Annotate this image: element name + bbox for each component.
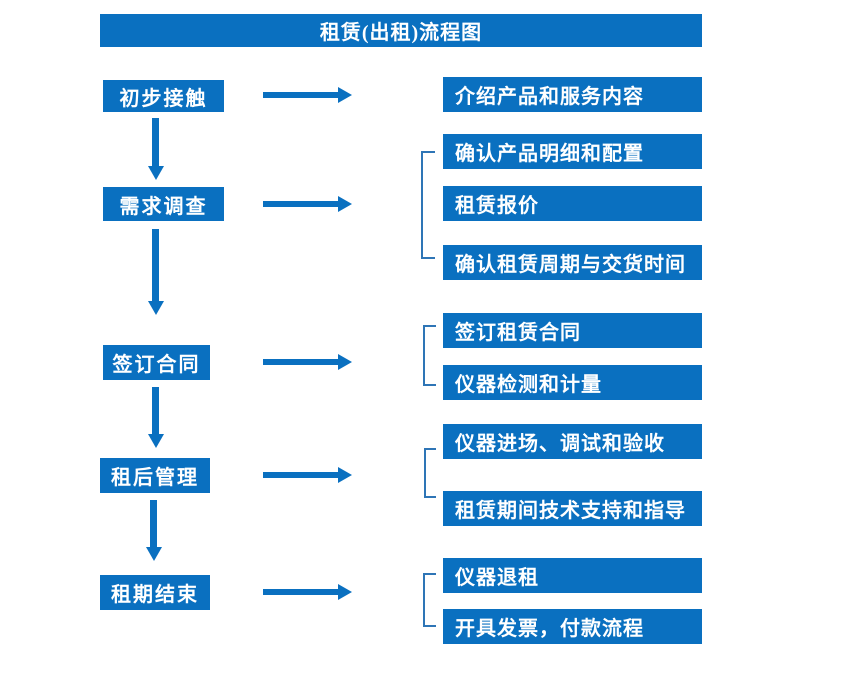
right-arrow-2-icon <box>263 196 352 212</box>
right-arrow-3-icon <box>263 354 352 370</box>
step-box-1: 初步接触 <box>103 80 224 112</box>
page-title: 租赁(出租)流程图 <box>319 22 483 44</box>
step-box-3: 签订合同 <box>103 345 210 380</box>
down-arrow-4-icon <box>146 500 162 561</box>
detail-box-5-1: 仪器退租 <box>443 558 702 593</box>
detail-box-2-1: 确认产品明细和配置 <box>443 134 702 169</box>
bracket-group-2 <box>421 151 435 259</box>
detail-box-3-2: 仪器检测和计量 <box>443 365 702 400</box>
detail-box-4-1: 仪器进场、调试和验收 <box>443 424 702 459</box>
bracket-group-3 <box>423 325 436 386</box>
step-box-5: 租期结束 <box>100 575 210 610</box>
detail-box-2-2: 租赁报价 <box>443 186 702 221</box>
down-arrow-3-icon <box>148 387 164 448</box>
down-arrow-1-icon <box>148 118 164 180</box>
detail-box-2-3: 确认租赁周期与交货时间 <box>443 245 702 280</box>
right-arrow-1-icon <box>263 87 352 103</box>
right-arrow-5-icon <box>263 584 352 600</box>
bracket-group-5 <box>423 573 436 627</box>
bracket-group-4 <box>424 448 436 498</box>
detail-box-3-1: 签订租赁合同 <box>443 313 702 348</box>
down-arrow-2-icon <box>148 229 164 315</box>
step-box-4: 租后管理 <box>100 458 210 493</box>
detail-box-5-2: 开具发票，付款流程 <box>443 609 702 644</box>
detail-box-1-1: 介绍产品和服务内容 <box>443 77 702 112</box>
title-bar: 租赁(出租)流程图 <box>100 14 702 47</box>
detail-box-4-2: 租赁期间技术支持和指导 <box>443 491 702 526</box>
right-arrow-4-icon <box>263 467 352 483</box>
step-box-2: 需求调查 <box>103 187 224 221</box>
